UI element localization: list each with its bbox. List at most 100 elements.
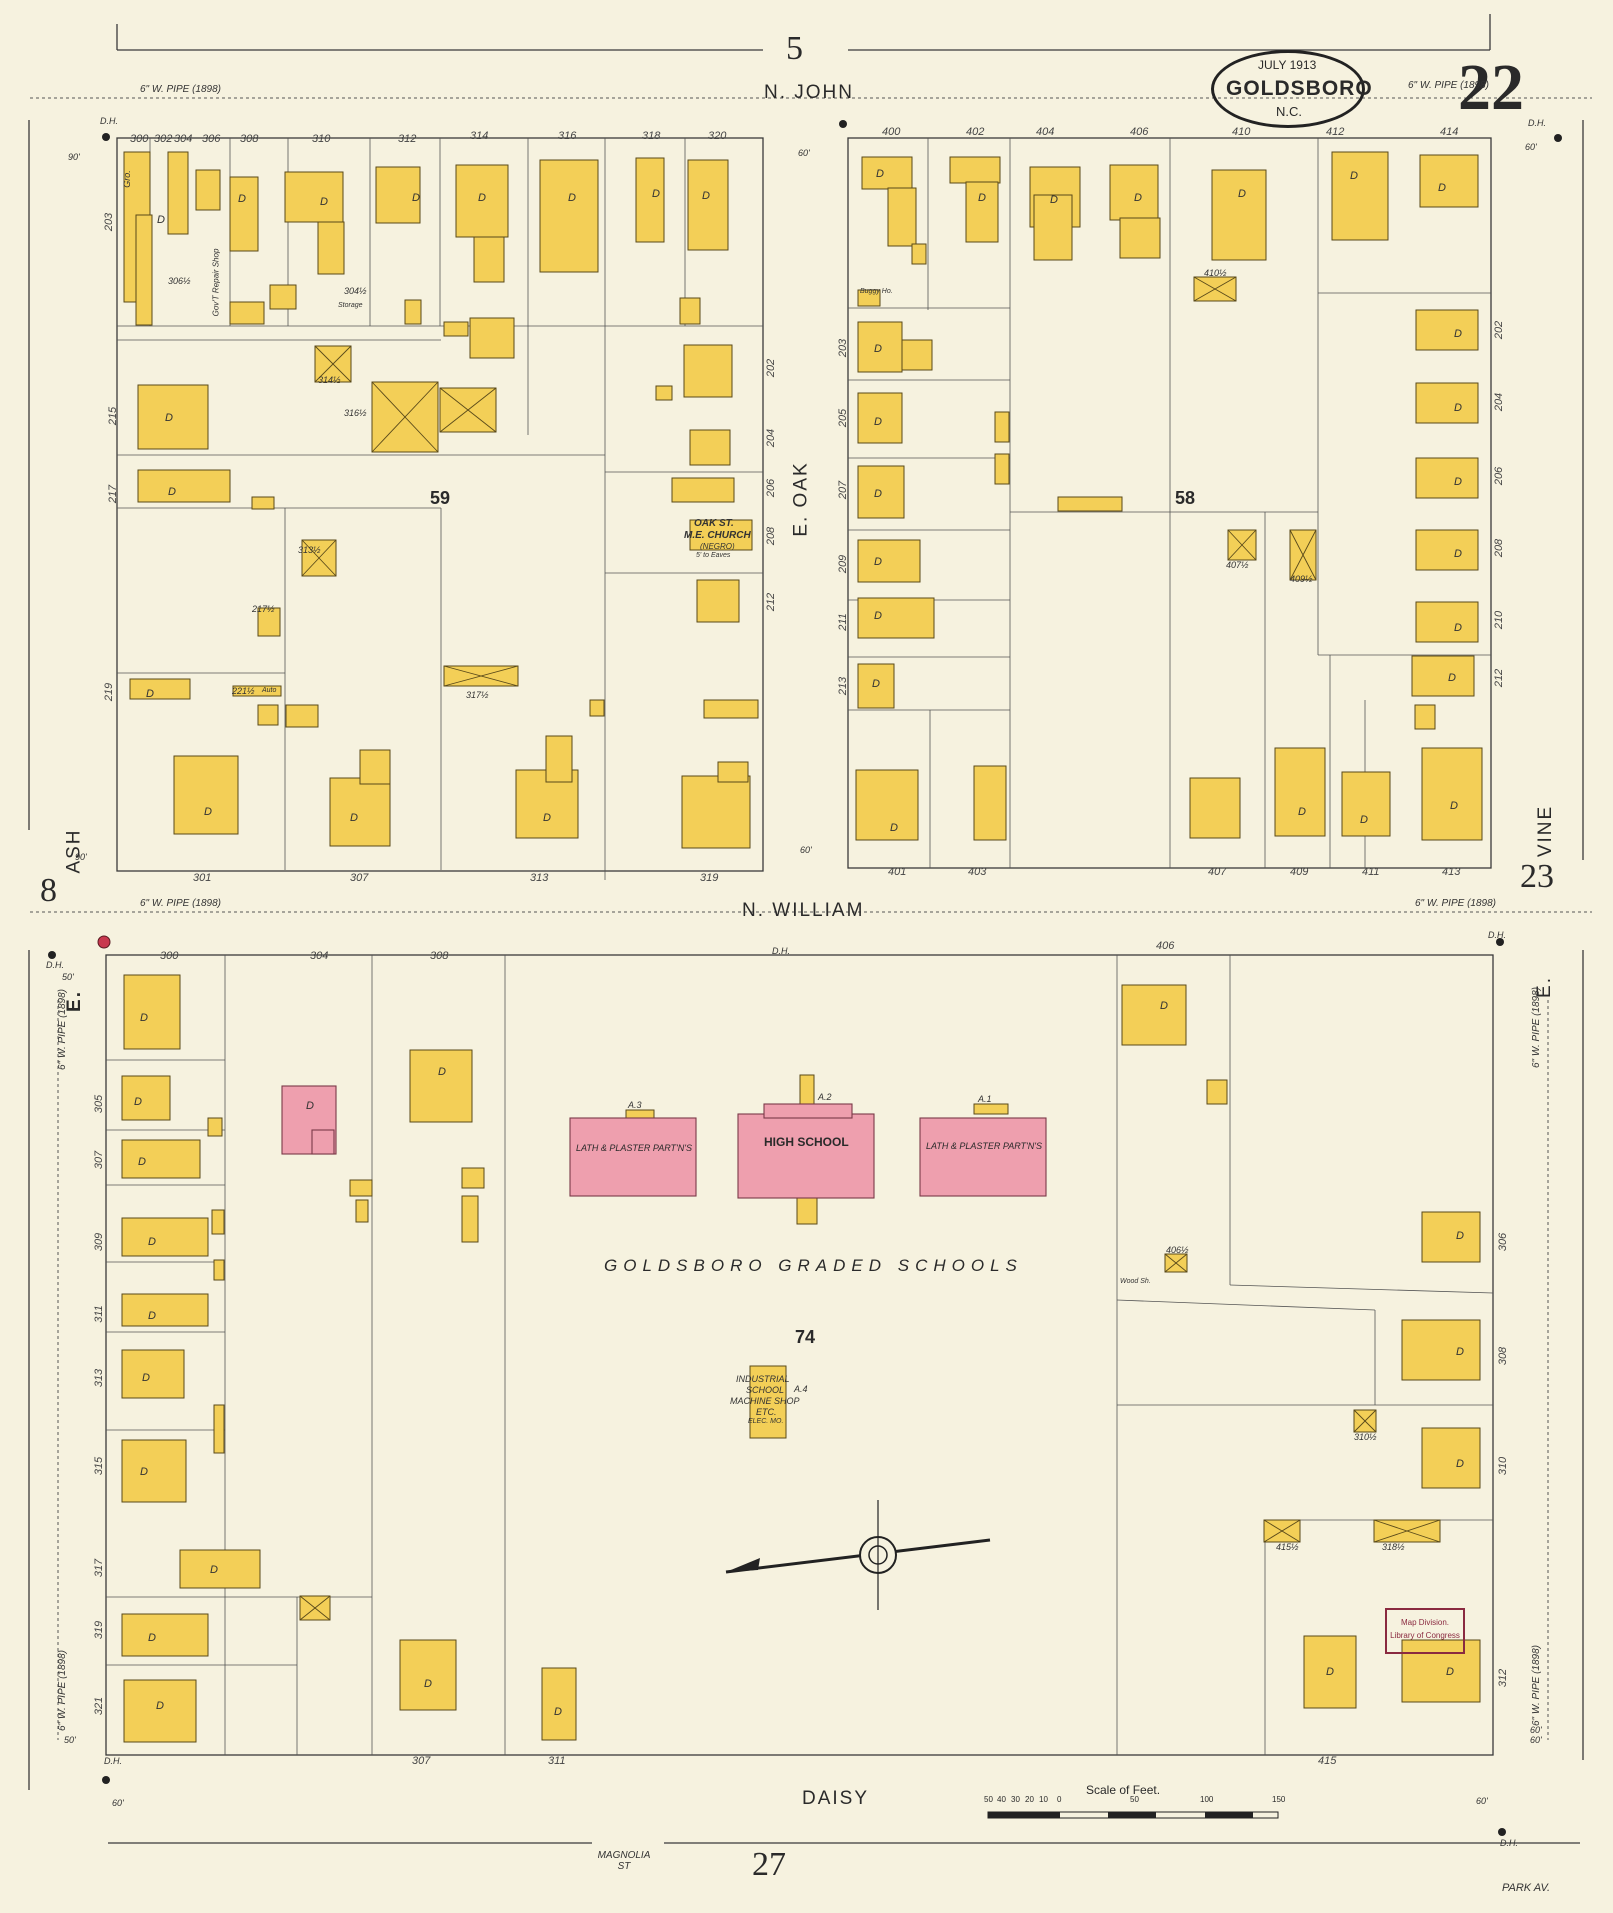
- stamp-line: Library of Congress: [1390, 1631, 1460, 1640]
- brick-buildings: [281, 1085, 1047, 1199]
- house-number: 414: [1440, 126, 1459, 138]
- wing-left-label: LATH & PLASTER PART'N'S: [576, 1143, 692, 1153]
- title-cartouche: [1211, 50, 1365, 128]
- house-number: 206: [1493, 466, 1506, 486]
- dwelling-mark: D: [148, 1632, 156, 1644]
- wing-a2: A.2: [818, 1092, 832, 1102]
- street-width: 60': [1476, 1796, 1488, 1806]
- street-width: 60': [1525, 142, 1537, 152]
- house-number: 308: [430, 950, 449, 962]
- rear-number: 310½: [1354, 1432, 1377, 1442]
- hydrant-label: D.H.: [1500, 1838, 1518, 1848]
- street-width: 50': [64, 1735, 76, 1745]
- street-width: 60': [800, 845, 812, 855]
- street-width: 60': [1530, 1725, 1542, 1735]
- rear-number: 221½: [232, 686, 255, 696]
- dwelling-mark: D: [1454, 476, 1462, 488]
- rear-number: 415½: [1276, 1542, 1299, 1552]
- house-number: 311: [548, 1755, 566, 1767]
- dwelling-mark: D: [146, 688, 154, 700]
- house-number: 403: [968, 866, 987, 878]
- rear-number: 318½: [1382, 1542, 1405, 1552]
- house-number: 411: [1362, 866, 1380, 878]
- hydrant-label: D.H.: [772, 946, 790, 956]
- house-number: 313: [93, 1368, 106, 1388]
- block-number-74: 74: [795, 1327, 816, 1347]
- dwelling-mark: D: [1454, 622, 1462, 634]
- house-number: 311: [92, 1305, 105, 1323]
- house-number: 413: [1442, 866, 1461, 878]
- rear-number: 313½: [298, 545, 321, 555]
- house-number: 308: [240, 133, 259, 145]
- dwelling-mark: D: [1326, 1666, 1334, 1678]
- house-number: 404: [1036, 126, 1055, 138]
- house-number: 316: [558, 130, 577, 142]
- pipe-label: 6" W. PIPE (1898): [1531, 1645, 1542, 1726]
- dwelling-mark: D: [1134, 192, 1142, 204]
- industrial-label: INDUSTRIAL: [736, 1374, 790, 1384]
- house-number: 320: [708, 130, 727, 142]
- house-number: 208: [1493, 538, 1506, 558]
- adjacent-sheet-left: 8: [40, 872, 57, 909]
- street-width: 60': [1530, 1735, 1542, 1745]
- hydrant-label: D.H.: [1528, 118, 1546, 128]
- house-number: 207: [837, 480, 850, 500]
- note-wood-shed: Wood Sh.: [1120, 1278, 1151, 1285]
- house-number: 401: [888, 866, 907, 878]
- block-74-outline: [105, 954, 1494, 1756]
- house-number: 304: [310, 950, 329, 962]
- house-number: 305: [93, 1094, 106, 1114]
- wing-right-label: LATH & PLASTER PART'N'S: [926, 1141, 1042, 1151]
- dwelling-mark: D: [874, 416, 882, 428]
- house-number: 219: [103, 682, 116, 702]
- map-date: JULY 1913: [1258, 58, 1317, 72]
- dwelling-mark: D: [1456, 1346, 1464, 1358]
- scale-tick: 50: [984, 1795, 993, 1804]
- dwelling-mark: D: [1448, 672, 1456, 684]
- hydrant-label: D.H.: [100, 116, 118, 126]
- industrial-label: ETC.: [756, 1407, 777, 1417]
- map-state: N.C.: [1276, 104, 1302, 119]
- house-number: 307: [93, 1150, 106, 1170]
- rear-number: 407½: [1226, 560, 1249, 570]
- scale-tick: 0: [1057, 1795, 1062, 1804]
- dwelling-mark: D: [320, 196, 328, 208]
- dwelling-mark: D: [876, 168, 884, 180]
- sheet-number: 22: [1458, 51, 1524, 124]
- street-park-av: PARK AV.: [1502, 1882, 1551, 1894]
- house-number: 321: [93, 1696, 106, 1716]
- hydrant-label: D.H.: [104, 1756, 122, 1766]
- note-repair-shop: Gov'T Repair Shop: [211, 248, 221, 317]
- dwelling-mark: D: [874, 488, 882, 500]
- street-width: 90': [75, 852, 87, 862]
- house-number: 310: [312, 133, 331, 145]
- street-vine: VINE: [1535, 804, 1557, 858]
- house-number: 212: [1493, 668, 1506, 688]
- house-number: 318: [642, 130, 661, 142]
- industrial-label: MACHINE SHOP: [730, 1396, 800, 1406]
- dwelling-mark: D: [306, 1100, 314, 1112]
- house-number: 313: [530, 872, 549, 884]
- dwelling-mark: D: [874, 556, 882, 568]
- hydrants: [48, 120, 1562, 1836]
- dwelling-mark: D: [1446, 1666, 1454, 1678]
- church-label: OAK ST.: [694, 518, 734, 529]
- dwelling-mark: D: [568, 192, 576, 204]
- dwelling-mark: D: [165, 412, 173, 424]
- scale-tick: 150: [1272, 1795, 1286, 1804]
- street-n-john: N. JOHN: [764, 82, 854, 103]
- dwelling-mark: D: [350, 812, 358, 824]
- house-number: 415: [1318, 1755, 1337, 1767]
- rear-number: 410½: [1204, 268, 1227, 278]
- dwelling-mark: D: [874, 610, 882, 622]
- house-number: 203: [837, 338, 850, 358]
- dwelling-mark: D: [890, 822, 898, 834]
- high-school-label: HIGH SCHOOL: [764, 1135, 849, 1149]
- church-label: M.E. CHURCH: [684, 530, 751, 541]
- map-city: GOLDSBORO: [1226, 77, 1373, 100]
- house-number: 307: [350, 872, 369, 884]
- library-stamp: Map Division. Library of Congress: [1385, 1608, 1465, 1654]
- adjacent-sheet-top: 5: [786, 30, 803, 67]
- house-number: 300: [130, 133, 149, 145]
- adjacent-sheet-right: 23: [1520, 858, 1554, 895]
